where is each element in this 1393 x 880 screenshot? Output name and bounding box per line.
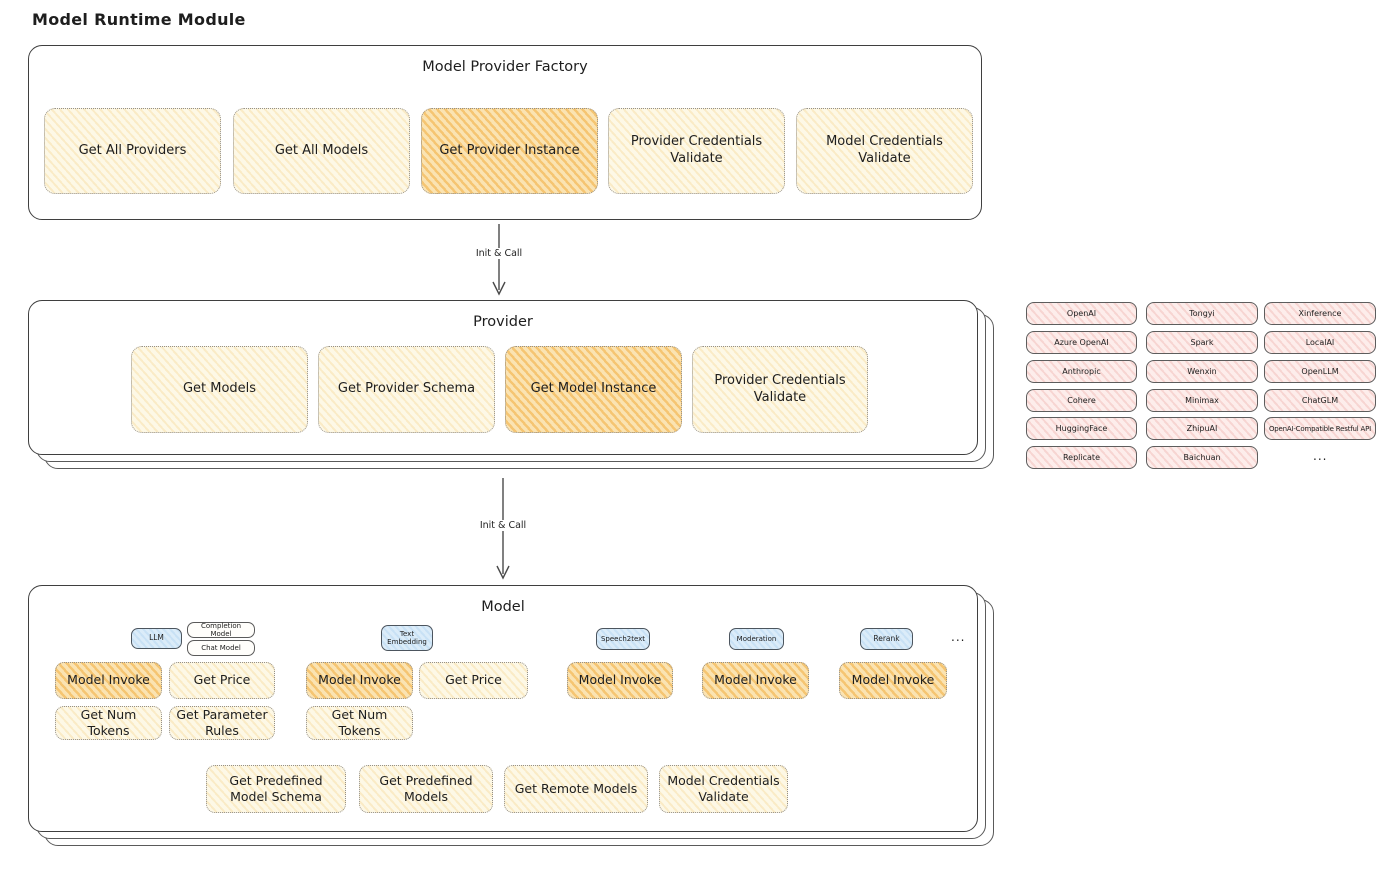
get-remote-models: Get Remote Models — [504, 765, 648, 813]
provider-provider-credentials-validate: Provider Credentials Validate — [692, 346, 868, 433]
provider-pill-openllm: OpenLLM — [1264, 360, 1376, 383]
model-model-credentials-validate: Model Credentials Validate — [659, 765, 788, 813]
model-type-chat-badge: Chat Model — [187, 640, 255, 656]
model-type-llm-badge: LLM — [131, 628, 182, 649]
llm-get-parameter-rules: Get Parameter Rules — [169, 706, 275, 740]
provider-get-provider-schema: Get Provider Schema — [318, 346, 495, 433]
provider-get-model-instance: Get Model Instance — [505, 346, 682, 433]
factory-get-all-providers: Get All Providers — [44, 108, 221, 194]
model-type-text-embedding-badge: Text Embedding — [381, 625, 433, 651]
factory-provider-credentials-validate: Provider Credentials Validate — [608, 108, 785, 194]
provider-pill-tongyi: Tongyi — [1146, 302, 1258, 325]
factory-get-provider-instance: Get Provider Instance — [421, 108, 598, 194]
provider-pill-minimax: Minimax — [1146, 389, 1258, 412]
provider-get-models: Get Models — [131, 346, 308, 433]
page-title: Model Runtime Module — [32, 10, 246, 29]
provider-pill-spark: Spark — [1146, 331, 1258, 354]
provider-pill-anthropic: Anthropic — [1026, 360, 1137, 383]
model-type-moderation-badge: Moderation — [729, 628, 784, 650]
model-box: Model LLM Completion Model Chat Model Te… — [28, 585, 978, 832]
factory-get-all-models: Get All Models — [233, 108, 410, 194]
model-type-rerank-badge: Rerank — [860, 628, 913, 650]
text-embedding-get-num-tokens: Get Num Tokens — [306, 706, 413, 740]
arrow-down-icon — [492, 224, 506, 296]
provider-list-more: ... — [1313, 449, 1328, 463]
text-embedding-model-invoke: Model Invoke — [306, 662, 413, 699]
rerank-model-invoke: Model Invoke — [839, 662, 947, 699]
provider-title: Provider — [473, 314, 533, 330]
provider-pill-chatglm: ChatGLM — [1264, 389, 1376, 412]
provider-pill-openai-compatible: OpenAI-Compatible Restful API — [1264, 417, 1376, 440]
arrow2-label: Init & Call — [475, 520, 531, 531]
provider-box: Provider Get Models Get Provider Schema … — [28, 300, 978, 455]
provider-pill-localai: LocalAI — [1264, 331, 1376, 354]
model-title: Model — [481, 599, 525, 615]
model-type-speech2text-badge: Speech2text — [596, 628, 650, 650]
factory-box: Model Provider Factory Get All Providers… — [28, 45, 982, 220]
provider-pill-azure-openai: Azure OpenAI — [1026, 331, 1137, 354]
moderation-model-invoke: Model Invoke — [702, 662, 809, 699]
model-type-completion-badge: Completion Model — [187, 622, 255, 638]
provider-pill-xinference: Xinference — [1264, 302, 1376, 325]
provider-pill-baichuan: Baichuan — [1146, 446, 1258, 469]
get-predefined-model-schema: Get Predefined Model Schema — [206, 765, 346, 813]
llm-get-num-tokens: Get Num Tokens — [55, 706, 162, 740]
provider-pill-huggingface: HuggingFace — [1026, 417, 1137, 440]
factory-title: Model Provider Factory — [422, 59, 588, 75]
text-embedding-get-price: Get Price — [419, 662, 528, 699]
speech2text-model-invoke: Model Invoke — [567, 662, 673, 699]
provider-pill-replicate: Replicate — [1026, 446, 1137, 469]
model-types-more: ... — [951, 630, 966, 644]
provider-pill-cohere: Cohere — [1026, 389, 1137, 412]
provider-pill-wenxin: Wenxin — [1146, 360, 1258, 383]
provider-pill-openai: OpenAI — [1026, 302, 1137, 325]
factory-model-credentials-validate: Model Credentials Validate — [796, 108, 973, 194]
arrow1-label: Init & Call — [471, 248, 527, 259]
get-predefined-models: Get Predefined Models — [359, 765, 493, 813]
llm-get-price: Get Price — [169, 662, 275, 699]
provider-pill-zhipuai: ZhipuAI — [1146, 417, 1258, 440]
llm-model-invoke: Model Invoke — [55, 662, 162, 699]
